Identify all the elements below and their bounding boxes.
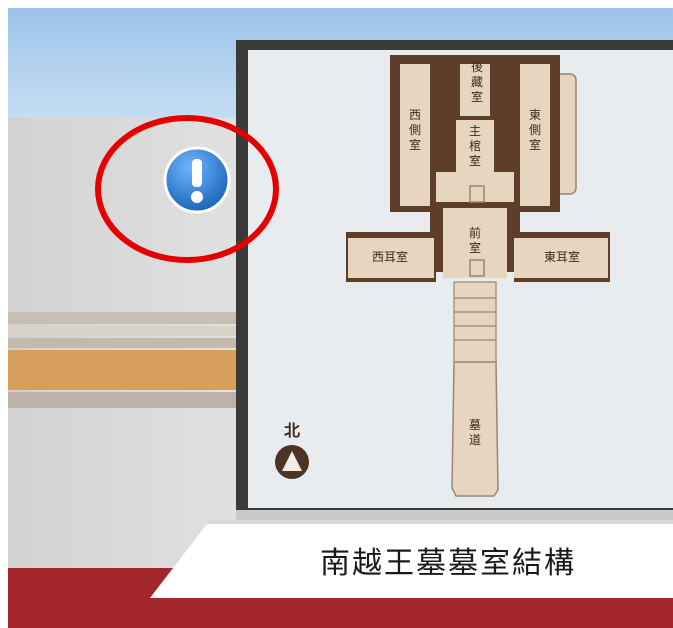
room-label-rear-storage: 後藏室 bbox=[470, 60, 483, 104]
doorway bbox=[469, 259, 485, 277]
wall-stripe bbox=[8, 312, 240, 324]
wall-stripe-gold bbox=[8, 350, 240, 390]
west-ear-room bbox=[348, 238, 434, 278]
rear-storage-room bbox=[460, 64, 490, 116]
doorway bbox=[469, 185, 485, 203]
tomb-passage bbox=[451, 361, 499, 497]
board-base bbox=[236, 510, 673, 522]
east-side-room bbox=[520, 64, 550, 206]
tomb-floor-plan bbox=[346, 55, 610, 497]
exclamation-icon[interactable] bbox=[162, 145, 232, 215]
compass-north-label: 北 bbox=[283, 421, 300, 440]
room-label-west-side: 西側室 bbox=[408, 108, 421, 152]
front-room bbox=[443, 208, 507, 278]
room-label-east-ear: 東耳室 bbox=[543, 250, 580, 264]
room-label-front: 前室 bbox=[468, 226, 481, 255]
room-label-main-coffin: 主棺室 bbox=[468, 124, 481, 168]
room-label-west-ear: 西耳室 bbox=[371, 250, 408, 264]
east-ear-room bbox=[514, 238, 608, 278]
wall-stripe bbox=[8, 326, 240, 336]
room-label-passage: 墓道 bbox=[468, 418, 481, 447]
west-side-room bbox=[400, 64, 430, 206]
room-label-east-side: 東側室 bbox=[528, 108, 541, 152]
wall-stripe bbox=[8, 338, 240, 348]
stairway bbox=[453, 281, 497, 363]
highlight-ring bbox=[94, 114, 280, 264]
map-board-paper: 後藏室 西側室 主棺室 東側室 前室 西耳室 東耳室 墓道 bbox=[248, 50, 673, 508]
compass-arrow-icon bbox=[274, 444, 310, 480]
wall-stripe bbox=[8, 392, 240, 408]
plaque-title: 南越王墓墓室結構 bbox=[320, 546, 576, 581]
coffin-corridor bbox=[436, 172, 514, 202]
title-plaque bbox=[150, 518, 673, 598]
